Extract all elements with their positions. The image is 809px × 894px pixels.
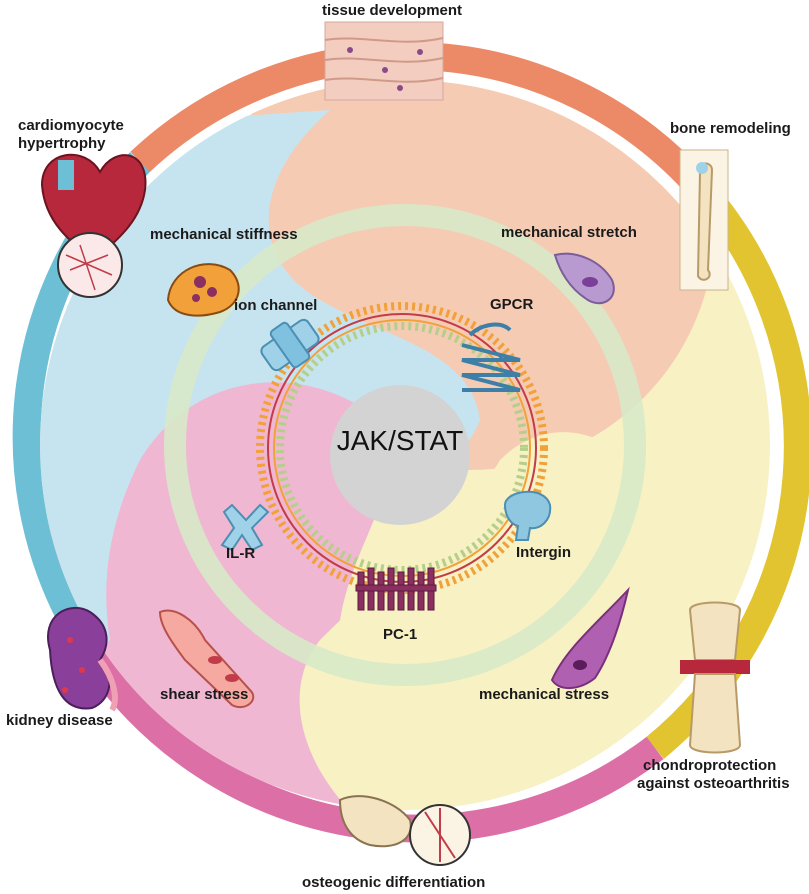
label-kidney-disease: kidney disease <box>6 712 113 729</box>
stressed-cell-icon <box>550 586 630 689</box>
blood-vessel-icon <box>158 609 255 709</box>
ion-channel-icon <box>260 318 320 372</box>
gpcr-icon <box>461 322 521 392</box>
label-mechanical-stretch: mechanical stretch <box>501 224 637 241</box>
label-intergin: Intergin <box>516 544 571 561</box>
joint-icon <box>680 601 750 754</box>
label-cardiomyocyte: cardiomyocyte <box>18 117 124 134</box>
label-il-r: IL-R <box>226 545 256 562</box>
label-gpcr: GPCR <box>490 296 534 313</box>
pc1-icon <box>355 567 437 611</box>
heart-icon <box>40 153 147 298</box>
label-hypertrophy: hypertrophy <box>18 135 106 152</box>
bone-icon <box>679 149 729 291</box>
intergin-icon <box>503 490 552 541</box>
tissue-icon <box>324 21 444 101</box>
label-osteogenic-differentiation: osteogenic differentiation <box>302 874 486 891</box>
il-r-icon <box>220 503 270 552</box>
label-jak-stat: JAK/STAT <box>336 425 464 456</box>
label-bone-remodeling: bone remodeling <box>670 120 791 137</box>
label-ion-channel: ion channel <box>234 297 318 314</box>
label-tissue-development: tissue development <box>322 2 463 19</box>
kidney-icon <box>47 606 118 712</box>
label-shear-stress: shear stress <box>160 686 249 703</box>
jaw-icon <box>338 795 471 866</box>
inner-green-ring <box>164 204 646 686</box>
stiff-cell-icon <box>166 263 240 317</box>
label-mechanical-stiffness: mechanical stiffness <box>150 226 298 243</box>
label-against-osteoarthritis: against osteoarthritis <box>637 775 790 792</box>
label-pc1: PC-1 <box>383 626 418 643</box>
nucleus-circle <box>330 385 470 525</box>
stretched-cell-icon <box>553 252 615 305</box>
label-chondroprotection: chondroprotection <box>643 757 777 774</box>
zone-blue <box>40 110 480 700</box>
label-mechanical-stress: mechanical stress <box>479 686 610 703</box>
